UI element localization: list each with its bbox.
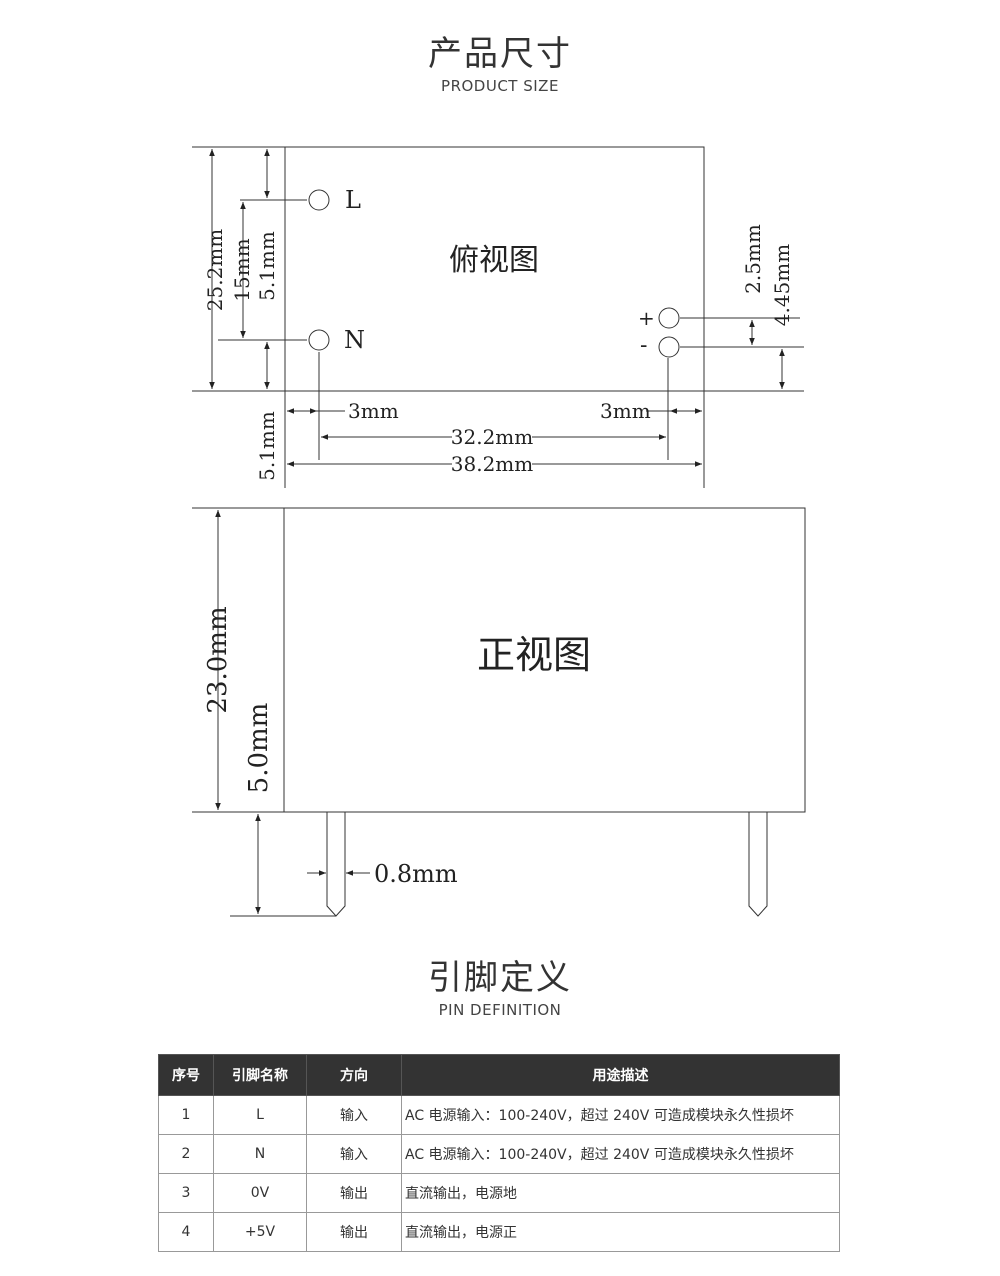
table-row: 4 +5V 输出 直流输出，电源正: [158, 1212, 840, 1252]
dim-front-height: 23.0mm: [203, 606, 233, 713]
pin-definition-subtitle: PIN DEFINITION: [438, 1001, 562, 1019]
pin-n-label: N: [344, 326, 365, 354]
dim-width-total: 38.2mm: [451, 452, 533, 476]
dim-pin-width: 0.8mm: [374, 860, 458, 888]
product-size-title: 产品尺寸: [428, 34, 572, 74]
cell-description: 直流输出，电源正: [401, 1212, 840, 1252]
header-pin-name: 引脚名称: [213, 1054, 307, 1096]
dim-edge-to-pin-upper: 5.1mm: [255, 231, 279, 301]
front-pin-right: [748, 812, 768, 917]
pin-l-circle: [308, 189, 330, 211]
dim-height-total: 25.2mm: [203, 229, 227, 311]
pin-definition-title: 引脚定义: [428, 958, 572, 998]
cell-index: 2: [158, 1134, 214, 1174]
table-row: 1 L 输入 AC 电源输入：100-240V，超过 240V 可造成模块永久性…: [158, 1095, 840, 1135]
cell-direction: 输入: [306, 1095, 402, 1135]
cell-index: 4: [158, 1212, 214, 1252]
pin-plus-label: +: [638, 306, 655, 330]
dim-left-offset: 3mm: [348, 399, 399, 423]
cell-pin-name: L: [213, 1095, 307, 1135]
cell-index: 1: [158, 1095, 214, 1135]
cell-direction: 输出: [306, 1173, 402, 1213]
cell-description: 直流输出，电源地: [401, 1173, 840, 1213]
cell-direction: 输出: [306, 1212, 402, 1252]
product-size-subtitle: PRODUCT SIZE: [441, 77, 559, 95]
dim-edge-to-pin-lower: 5.1mm: [255, 411, 279, 481]
cell-index: 3: [158, 1173, 214, 1213]
top-view-label: 俯视图: [449, 243, 539, 278]
cell-direction: 输入: [306, 1134, 402, 1174]
dim-pin-length: 5.0mm: [244, 703, 274, 794]
dim-pin-spacing-vertical: 15mm: [230, 238, 254, 301]
dimension-drawing: 俯视图 L N + - 25.2mm 15mm 5.1mm 5.1mm 2.5m…: [192, 146, 806, 917]
pin-definition-table: 序号 引脚名称 方向 用途描述 1 L 输入 AC 电源输入：100-240V，…: [158, 1054, 840, 1252]
cell-description: AC 电源输入：100-240V，超过 240V 可造成模块永久性损坏: [401, 1095, 840, 1135]
pin-plus-circle: [658, 307, 680, 329]
dim-pin-spacing-horizontal: 32.2mm: [451, 425, 533, 449]
front-view-label: 正视图: [477, 633, 591, 677]
cell-pin-name: +5V: [213, 1212, 307, 1252]
dim-right-offset: 3mm: [600, 399, 651, 423]
dim-right-lower: 4.45mm: [770, 244, 794, 326]
pin-l-label: L: [345, 186, 361, 214]
header-direction: 方向: [306, 1054, 402, 1096]
table-row: 3 0V 输出 直流输出，电源地: [158, 1173, 840, 1213]
pin-minus-label: -: [640, 333, 647, 358]
header-description: 用途描述: [401, 1054, 840, 1096]
pin-n-circle: [308, 329, 330, 351]
front-pin-left: [326, 812, 346, 917]
cell-description: AC 电源输入：100-240V，超过 240V 可造成模块永久性损坏: [401, 1134, 840, 1174]
table-row: 2 N 输入 AC 电源输入：100-240V，超过 240V 可造成模块永久性…: [158, 1134, 840, 1174]
cell-pin-name: 0V: [213, 1173, 307, 1213]
table-header-row: 序号 引脚名称 方向 用途描述: [158, 1054, 840, 1096]
pin-minus-circle: [658, 336, 680, 358]
front-view-outline: [283, 507, 806, 813]
cell-pin-name: N: [213, 1134, 307, 1174]
dim-right-upper: 2.5mm: [741, 224, 765, 294]
header-index: 序号: [158, 1054, 214, 1096]
